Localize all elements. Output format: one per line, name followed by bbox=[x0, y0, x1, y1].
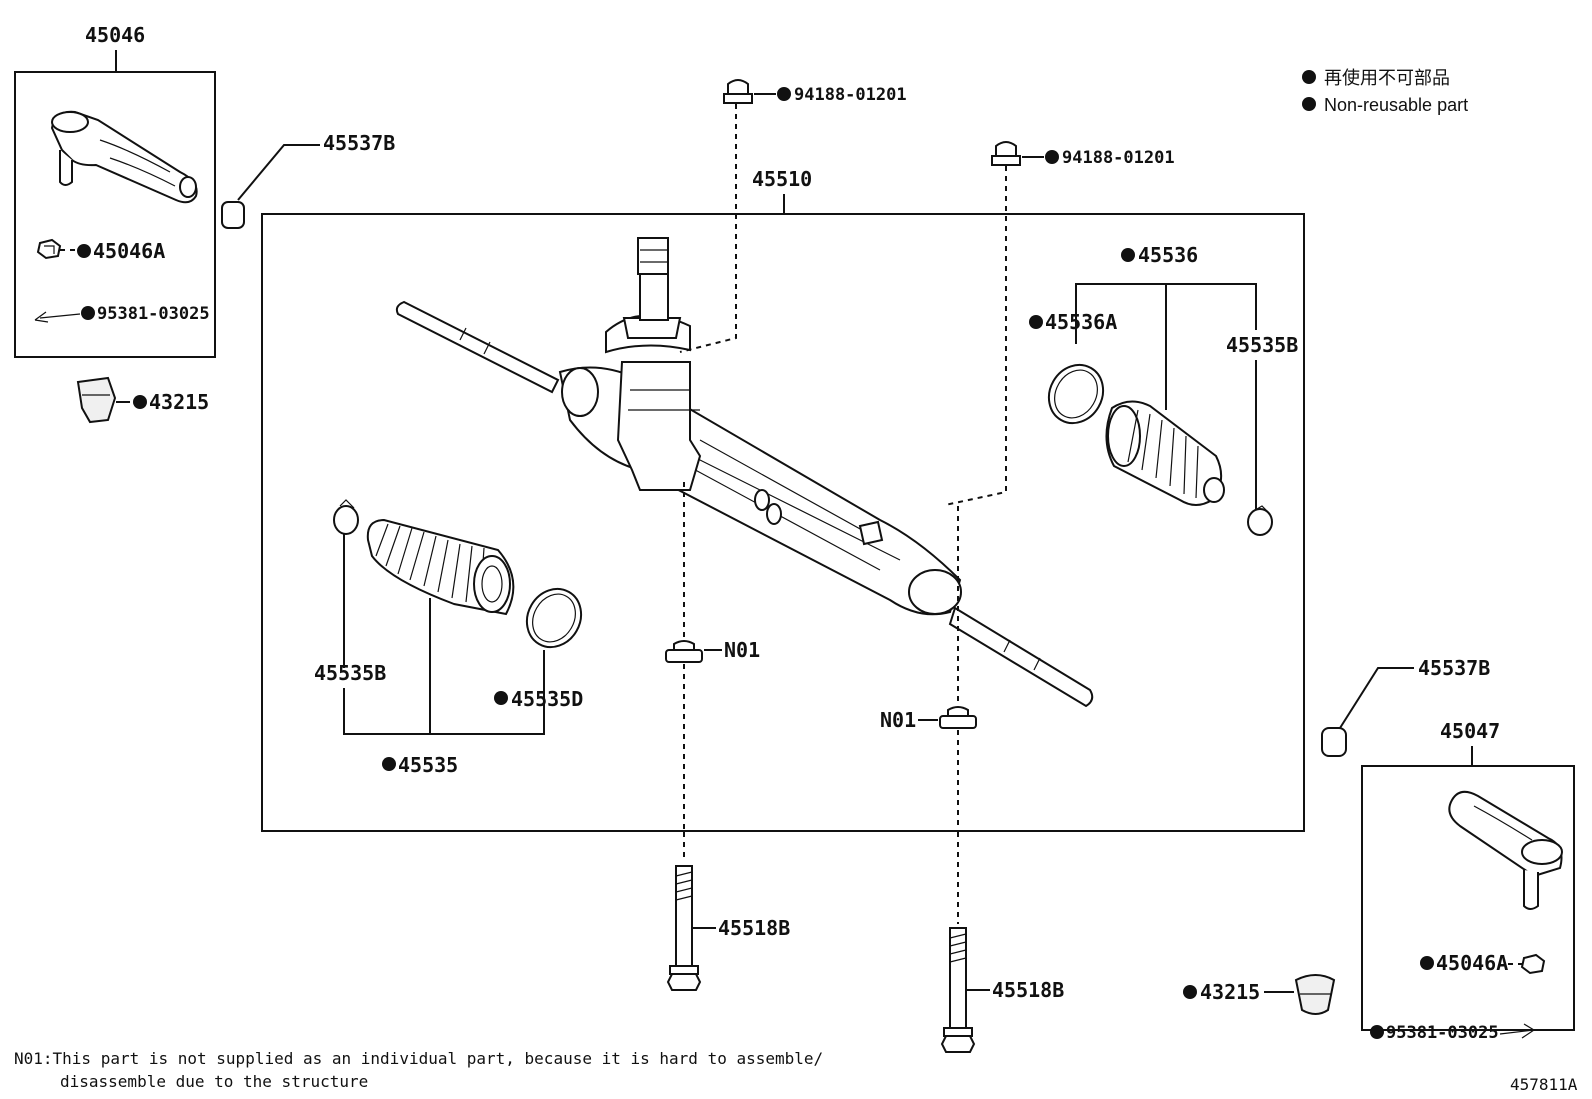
group-box-lh bbox=[14, 71, 216, 358]
bushing-lh-group: 45537B bbox=[221, 131, 395, 229]
n01-b-group: N01 bbox=[880, 506, 977, 830]
footnote-line-2: disassemble due to the structure bbox=[60, 1072, 368, 1091]
flange-nut-1-icon bbox=[727, 79, 749, 97]
tie-rod-end-lh-group: 45046 45046A 95381-03025 bbox=[14, 23, 216, 358]
part-label-45537B-rh[interactable]: 45537B bbox=[1418, 656, 1490, 680]
part-label-94188-01201-a[interactable]: 94188-01201 bbox=[794, 85, 907, 105]
figure-id: 457811A bbox=[1510, 1075, 1578, 1094]
non-reusable-bullet-icon bbox=[1045, 150, 1059, 164]
boot-clip-lh-icon bbox=[333, 505, 359, 535]
tie-rod-end-rh-icon bbox=[1448, 790, 1563, 910]
tie-rod-end-rh-group: 45047 45046A 95381-03025 bbox=[1361, 719, 1575, 1043]
flange-nut-2-icon bbox=[995, 141, 1017, 159]
part-label-45536[interactable]: 45536 bbox=[1138, 243, 1198, 267]
cotter-pin-rh-icon bbox=[1499, 1023, 1535, 1039]
cover-lh-icon bbox=[76, 376, 117, 424]
bushing-rh-group: 45537B bbox=[1321, 656, 1490, 757]
footnote-line-1: N01:This part is not supplied as an indi… bbox=[14, 1049, 823, 1068]
steering-rack-icon bbox=[395, 237, 1094, 708]
bushing-rh-icon bbox=[1321, 727, 1347, 757]
non-reusable-bullet-icon bbox=[1183, 985, 1197, 999]
non-reusable-bullet-icon bbox=[81, 306, 95, 320]
part-label-95381-03025-lh[interactable]: 95381-03025 bbox=[97, 304, 210, 324]
boot-clip-lh-group: 45535B bbox=[314, 499, 545, 735]
part-label-95381-03025-rh[interactable]: 95381-03025 bbox=[1386, 1023, 1499, 1043]
non-reusable-bullet-icon bbox=[77, 244, 91, 258]
part-label-45046A-rh[interactable]: 45046A bbox=[1436, 951, 1508, 975]
bushing-lh-icon bbox=[221, 201, 245, 229]
part-label-45046A-lh[interactable]: 45046A bbox=[93, 239, 165, 263]
part-label-45510[interactable]: 45510 bbox=[752, 167, 812, 191]
part-label-45518B-b[interactable]: 45518B bbox=[992, 978, 1064, 1002]
part-label-45047[interactable]: 45047 bbox=[1440, 719, 1500, 743]
boot-lh-group: 45535 bbox=[366, 518, 515, 777]
part-label-45535B-rh[interactable]: 45535B bbox=[1226, 333, 1298, 357]
top-nut-2-group: 94188-01201 bbox=[944, 141, 1175, 506]
part-label-45046[interactable]: 45046 bbox=[85, 23, 145, 47]
part-label-43215-rh[interactable]: 43215 bbox=[1200, 980, 1260, 1004]
boot-ring-lh-icon bbox=[525, 587, 583, 649]
part-label-N01-a[interactable]: N01 bbox=[724, 638, 760, 662]
part-label-45535B-lh[interactable]: 45535B bbox=[314, 661, 386, 685]
non-reusable-bullet-icon bbox=[1302, 97, 1316, 111]
nut-rh-icon bbox=[1520, 953, 1546, 975]
cover-lh-group: 43215 bbox=[76, 376, 209, 424]
legend: 再使用不可部品 Non-reusable part bbox=[1302, 68, 1468, 115]
group-box-main bbox=[261, 213, 1305, 832]
bolt-b-icon bbox=[940, 927, 976, 1053]
non-reusable-bullet-icon bbox=[494, 691, 508, 705]
boot-clip-rh-icon bbox=[1247, 508, 1273, 536]
bolt-a-icon bbox=[666, 865, 702, 991]
part-label-45537B-lh[interactable]: 45537B bbox=[323, 131, 395, 155]
n01-a-group: N01 bbox=[665, 482, 760, 830]
non-reusable-bullet-icon bbox=[1420, 956, 1434, 970]
bolt-b-group: 45518B bbox=[940, 832, 1064, 1053]
part-label-45536A[interactable]: 45536A bbox=[1045, 310, 1117, 334]
boot-ring-rh-icon bbox=[1047, 363, 1105, 425]
part-label-94188-01201-b[interactable]: 94188-01201 bbox=[1062, 148, 1175, 168]
n01-nut-a-icon bbox=[673, 640, 695, 651]
cotter-pin-lh-icon bbox=[34, 311, 81, 323]
non-reusable-bullet-icon bbox=[777, 87, 791, 101]
part-label-45535D[interactable]: 45535D bbox=[511, 687, 583, 711]
non-reusable-bullet-icon bbox=[382, 757, 396, 771]
top-nut-1-group: 94188-01201 bbox=[679, 79, 907, 353]
non-reusable-bullet-icon bbox=[1370, 1025, 1384, 1039]
non-reusable-bullet-icon bbox=[1302, 70, 1316, 84]
cover-rh-group: 43215 bbox=[1183, 974, 1336, 1015]
non-reusable-bullet-icon bbox=[1029, 315, 1043, 329]
bolt-a-group: 45518B bbox=[666, 832, 790, 991]
non-reusable-bullet-icon bbox=[1121, 248, 1135, 262]
part-label-45518B-a[interactable]: 45518B bbox=[718, 916, 790, 940]
part-label-45535[interactable]: 45535 bbox=[398, 753, 458, 777]
legend-japanese: 再使用不可部品 bbox=[1324, 68, 1450, 88]
non-reusable-bullet-icon bbox=[133, 395, 147, 409]
rack-assembly-group: 45510 bbox=[261, 167, 1305, 832]
part-label-N01-b[interactable]: N01 bbox=[880, 708, 916, 732]
legend-english: Non-reusable part bbox=[1324, 95, 1468, 115]
tie-rod-end-lh-icon bbox=[50, 110, 198, 204]
boot-ring-lh-group: 45535D bbox=[494, 587, 583, 711]
nut-lh-icon bbox=[36, 238, 62, 260]
boot-rh-group: 45536 45536A 45535B bbox=[1029, 243, 1298, 536]
n01-nut-b-icon bbox=[947, 706, 969, 717]
group-box-rh bbox=[1361, 765, 1575, 1031]
part-label-43215-lh[interactable]: 43215 bbox=[149, 390, 209, 414]
